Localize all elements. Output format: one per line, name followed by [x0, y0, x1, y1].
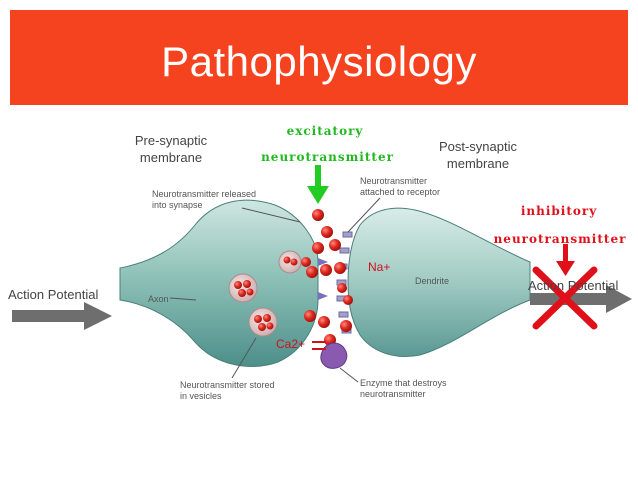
- neurotransmitter-molecules: [301, 209, 353, 346]
- excitatory-arrow: [307, 165, 329, 204]
- inhibitory-label-line1: inhibitory: [520, 204, 598, 218]
- dendrite: [347, 207, 531, 357]
- excitatory-label-line2: neurotransmitter: [261, 150, 394, 164]
- nt-stored-caption: Neurotransmitter stored in vesicles: [180, 380, 275, 401]
- inhibitory-arrow: [556, 244, 575, 276]
- vesicles: [228, 250, 302, 337]
- membrane-arrows: [318, 258, 328, 300]
- action-potential-right-label: Action Potential: [528, 278, 619, 293]
- enzyme-caption: Enzyme that destroys neurotransmitter: [360, 378, 447, 399]
- inhibitory-label-line2: neurotransmitter: [493, 232, 627, 246]
- excitatory-label-line1: excitatory: [286, 124, 364, 138]
- dendrite-caption: Dendrite: [415, 276, 450, 286]
- nt-attached-caption: Neurotransmitter attached to receptor: [360, 176, 441, 197]
- axon-caption: Axon: [148, 294, 169, 304]
- title-banner: Pathophysiology: [10, 10, 628, 105]
- slide-title: Pathophysiology: [161, 38, 477, 85]
- callout-lines: [169, 197, 381, 383]
- post-synaptic-label: Post-synaptic membrane: [438, 139, 518, 171]
- action-potential-left-arrow: [12, 302, 112, 330]
- na-ion-label: Na+: [368, 260, 391, 274]
- block-cross: [532, 266, 598, 330]
- pre-synaptic-label: Pre-synaptic membrane: [134, 133, 208, 165]
- ca-markers: [312, 341, 326, 350]
- ca-ion-label: Ca2+: [276, 337, 306, 351]
- enzyme: [320, 342, 348, 369]
- action-potential-left-label: Action Potential: [8, 287, 99, 302]
- nt-released-caption: Neurotransmitter released into synapse: [152, 189, 257, 210]
